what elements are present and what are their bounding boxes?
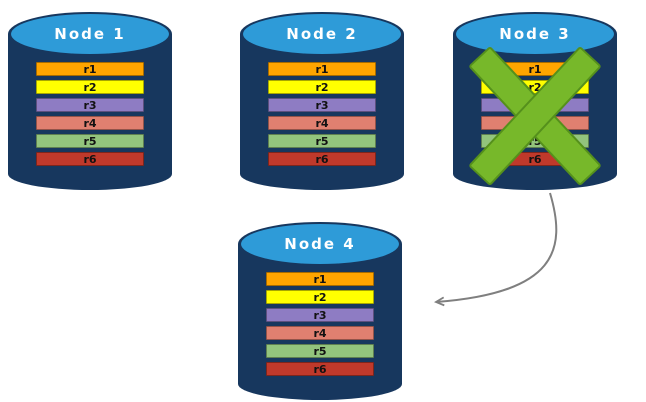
record-r4: r4	[266, 326, 374, 340]
record-r4: r4	[268, 116, 376, 130]
record-stack: r1 r2 r3 r4 r5 r6	[268, 62, 376, 166]
record-r3: r3	[266, 308, 374, 322]
record-r3: r3	[268, 98, 376, 112]
arrow-path	[433, 192, 558, 307]
node-title: Node 4	[284, 235, 356, 253]
record-r5: r5	[36, 134, 144, 148]
record-r6: r6	[268, 152, 376, 166]
cylinder-top	[241, 224, 399, 264]
record-r2: r2	[36, 80, 144, 94]
record-r4: r4	[36, 116, 144, 130]
node-title: Node 2	[286, 25, 358, 43]
cylinder-top	[11, 14, 169, 54]
record-r1: r1	[266, 272, 374, 286]
record-r2: r2	[266, 290, 374, 304]
record-r5: r5	[268, 134, 376, 148]
record-r6: r6	[36, 152, 144, 166]
node-3: Node 3 r1 r2 r3 r4 r5 r6	[453, 12, 617, 190]
record-r1: r1	[268, 62, 376, 76]
record-stack: r1 r2 r3 r4 r5 r6	[266, 272, 374, 376]
node-4: Node 4 r1 r2 r3 r4 r5 r6	[238, 222, 402, 400]
record-r6: r6	[266, 362, 374, 376]
record-r1: r1	[36, 62, 144, 76]
record-stack: r1 r2 r3 r4 r5 r6	[36, 62, 144, 166]
record-r2: r2	[268, 80, 376, 94]
cylinder-top	[456, 14, 614, 54]
node-title: Node 3	[499, 25, 571, 43]
cylinder-top	[243, 14, 401, 54]
node-title: Node 1	[54, 25, 126, 43]
node-1: Node 1 r1 r2 r3 r4 r5 r6	[8, 12, 172, 190]
failure-cross-icon	[468, 45, 602, 187]
node-2: Node 2 r1 r2 r3 r4 r5 r6	[240, 12, 404, 190]
record-r5: r5	[266, 344, 374, 358]
record-r3: r3	[36, 98, 144, 112]
